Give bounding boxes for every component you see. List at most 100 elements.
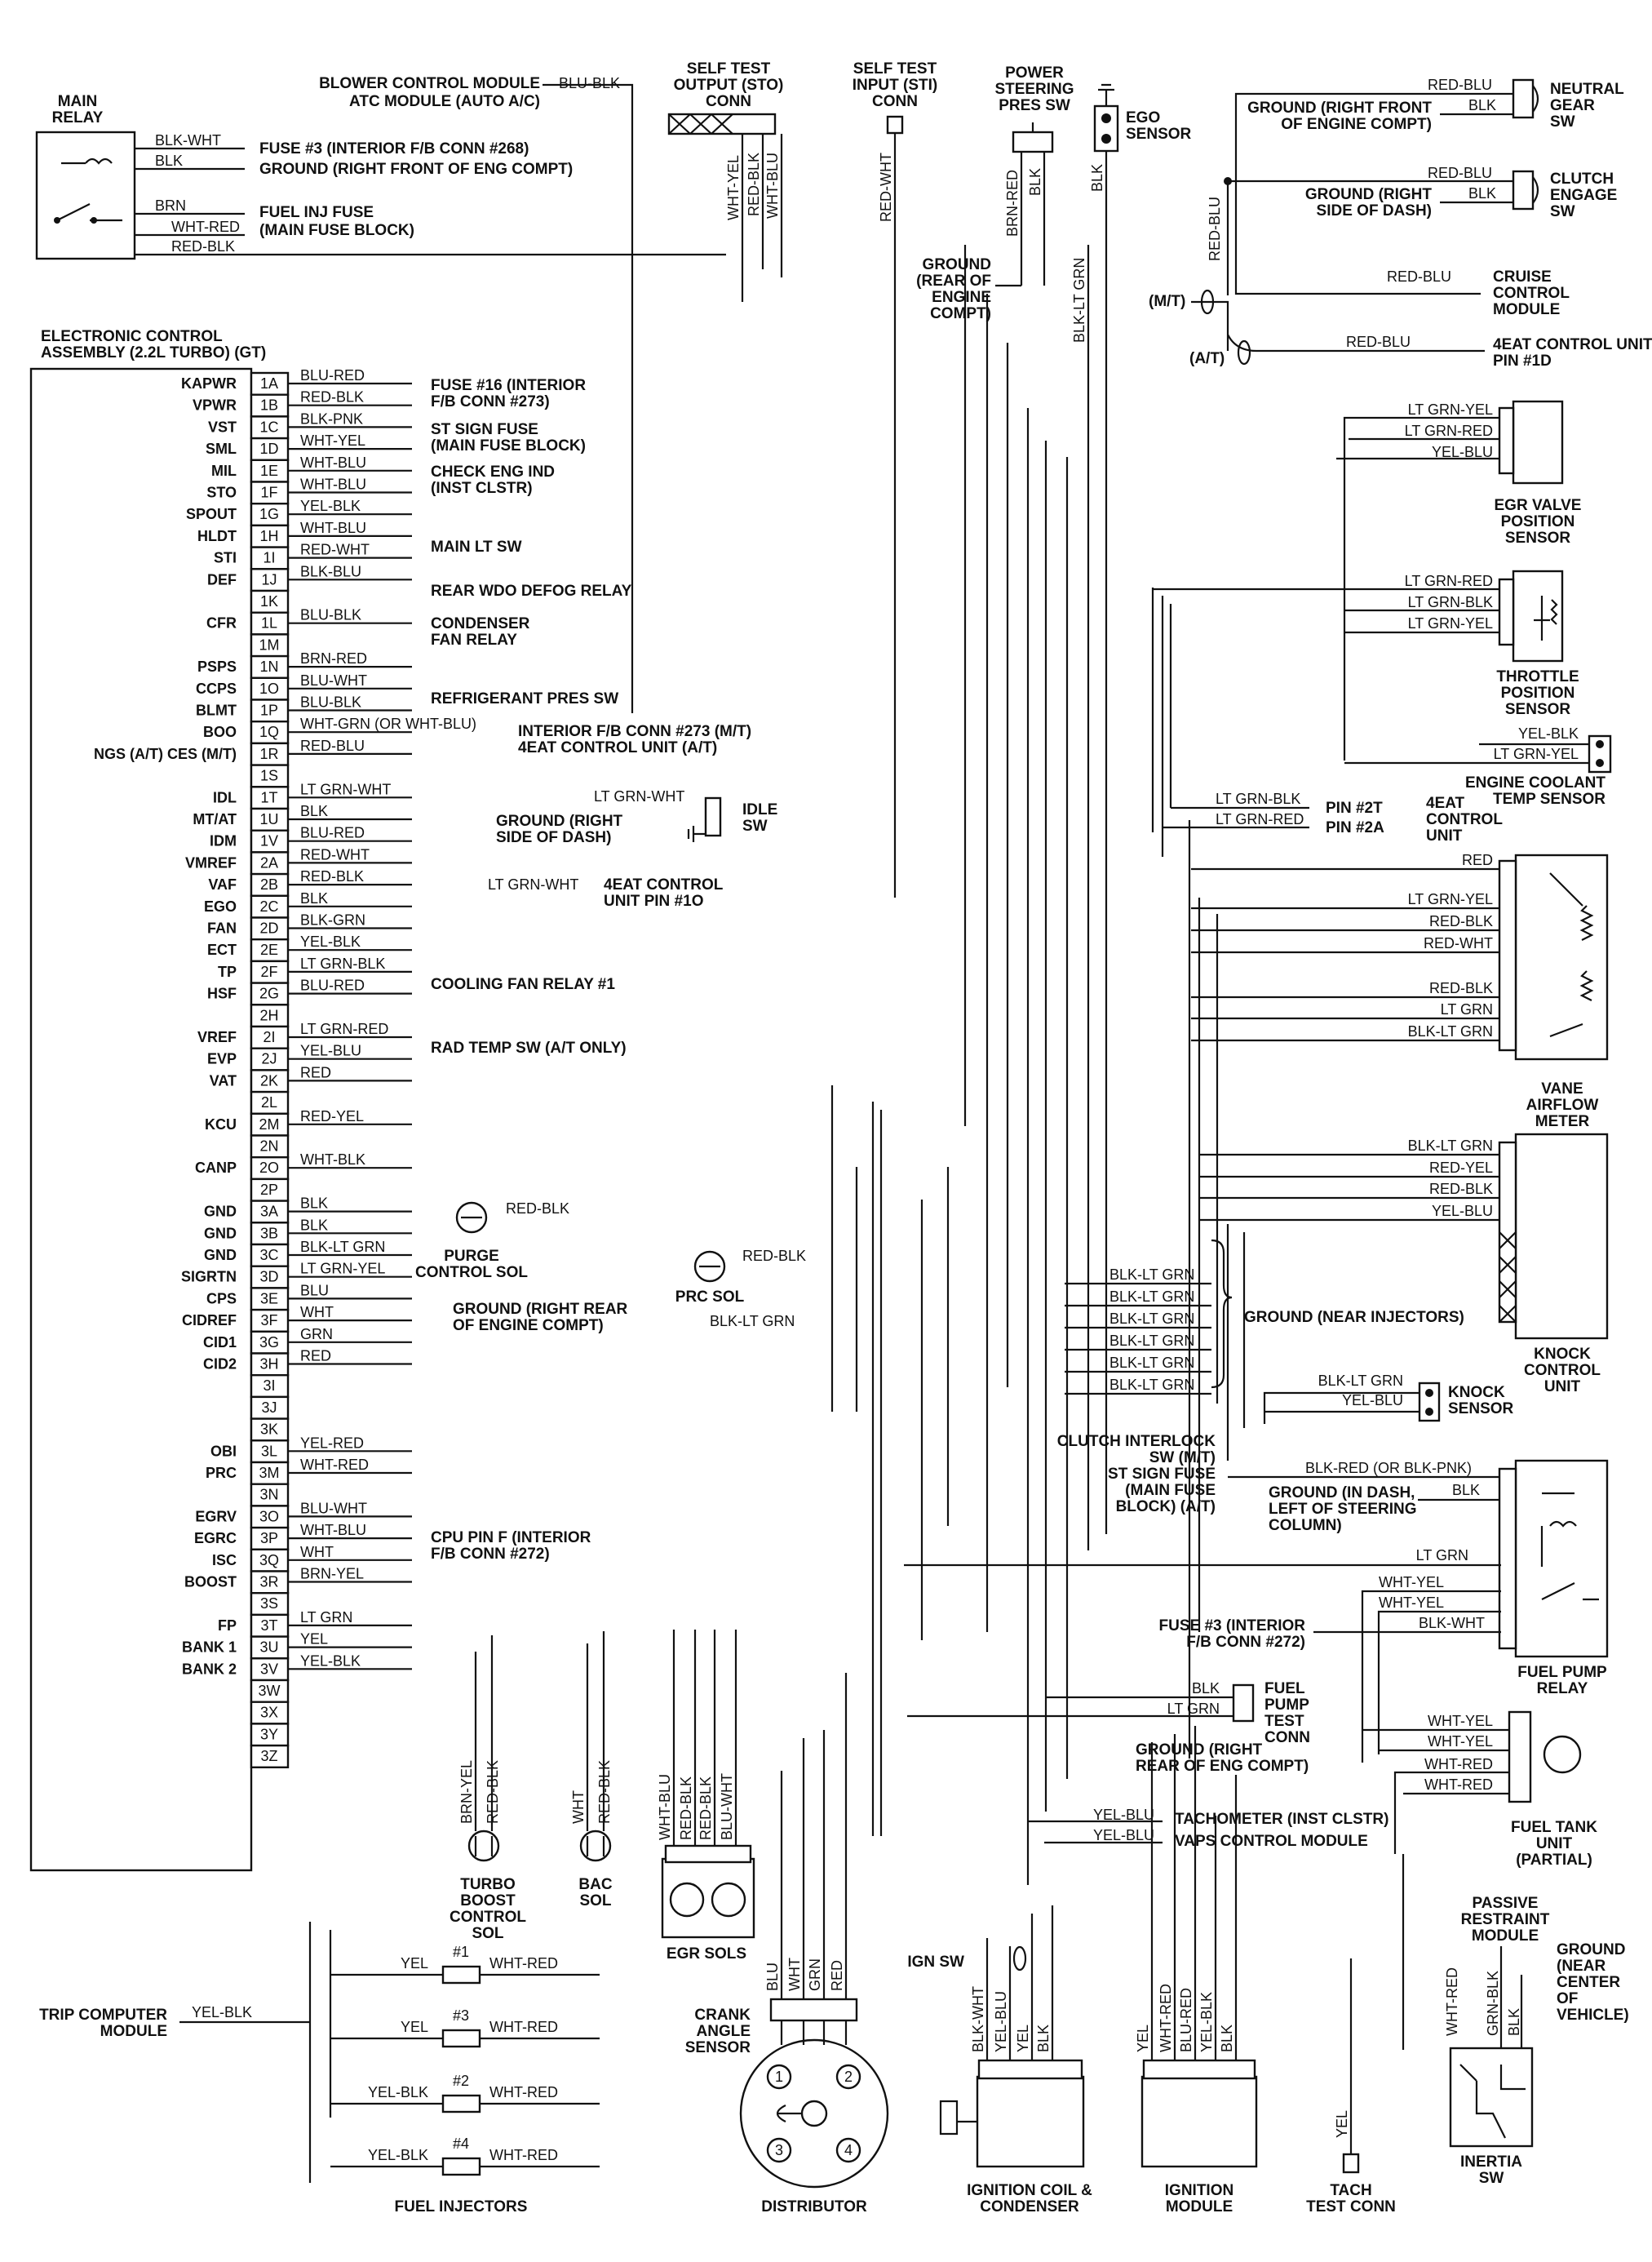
sti-label-2: INPUT (STI) bbox=[853, 77, 938, 94]
pin-signal: FAN bbox=[207, 920, 237, 937]
pin-wire: GRN bbox=[300, 1326, 333, 1342]
ci-4: (MAIN FUSE bbox=[1125, 1482, 1216, 1499]
pin-wire: WHT-GRN (OR WHT-BLU) bbox=[300, 716, 476, 732]
pin-id: 2P bbox=[260, 1182, 278, 1198]
pin-id: 2D bbox=[259, 920, 278, 937]
pin-signal: IDL bbox=[213, 789, 237, 805]
fp-gnd-1: GROUND (IN DASH, bbox=[1269, 1484, 1415, 1501]
fuse3-2: F/B CONN #272) bbox=[1186, 1634, 1305, 1651]
vaf-wire: LT GRN bbox=[1441, 1001, 1493, 1018]
vaf-2: AIRFLOW bbox=[1526, 1097, 1599, 1114]
kcu-wire: RED-BLK bbox=[1429, 1181, 1493, 1197]
eat-p2: PIN #2A bbox=[1326, 819, 1384, 836]
kcu-wire: YEL-BLU bbox=[1432, 1203, 1493, 1219]
pin-id: 1R bbox=[259, 746, 278, 762]
pin-wire: RED-WHT bbox=[300, 542, 370, 558]
pin-wire: BLU-RED bbox=[300, 367, 365, 384]
boo-2: 4EAT CONTROL UNIT (A/T) bbox=[518, 739, 717, 756]
relay-dest-1: FUSE #3 (INTERIOR F/B CONN #268) bbox=[259, 140, 529, 157]
mod-w2: WHT-RED bbox=[1158, 1984, 1174, 2052]
main-relay-box bbox=[35, 131, 136, 260]
pin-id: 3B bbox=[260, 1225, 278, 1241]
idle-2: SW bbox=[742, 818, 768, 835]
cas-w1: BLU bbox=[764, 1963, 781, 1991]
pin-id: 1B bbox=[260, 397, 278, 414]
pin-id: 1J bbox=[261, 571, 277, 588]
inertia-w3: BLK bbox=[1506, 2008, 1522, 2036]
vaf-wire: RED-BLK bbox=[1429, 980, 1493, 996]
tp-w3: LT GRN-YEL bbox=[1408, 615, 1493, 632]
rearwdo: REAR WDO DEFOG RELAY bbox=[431, 583, 632, 600]
pin-box bbox=[250, 764, 290, 788]
pin-id: 1F bbox=[260, 485, 277, 501]
top-components: BLOWER CONTROL MODULE ATC MODULE (AUTO A… bbox=[319, 60, 1192, 1550]
pin-box bbox=[250, 1287, 290, 1311]
pin-id: 1H bbox=[259, 528, 278, 544]
pin-signal: KAPWR bbox=[181, 375, 237, 392]
prc-1: PRC SOL bbox=[675, 1288, 745, 1306]
bac-2: SOL bbox=[579, 1892, 611, 1909]
gnd-rr-1: GROUND (RIGHT bbox=[1136, 1741, 1263, 1759]
vaps-w: YEL-BLU bbox=[1093, 1827, 1154, 1843]
pin-id: 3L bbox=[261, 1443, 277, 1459]
pin-box bbox=[250, 1090, 290, 1115]
ci-5: BLOCK) (A/T) bbox=[1116, 1498, 1216, 1515]
pin-box bbox=[250, 1025, 290, 1049]
mod-w4: YEL-BLK bbox=[1198, 1992, 1215, 2052]
pin-id: 3H bbox=[259, 1356, 278, 1373]
coil-w3: YEL bbox=[1015, 2025, 1031, 2052]
cas-connector bbox=[769, 1998, 858, 2022]
pin-box bbox=[250, 1744, 290, 1769]
pin-signal: EGO bbox=[204, 898, 237, 915]
mainlt: MAIN LT SW bbox=[431, 539, 522, 556]
pin-box bbox=[250, 1679, 290, 1703]
relay-dest-2: GROUND (RIGHT FRONT OF ENG COMPT) bbox=[259, 161, 573, 178]
neutral-1: NEUTRAL bbox=[1550, 81, 1624, 98]
prc-blk: BLK-LT GRN bbox=[710, 1313, 795, 1329]
main-relay-title: MAIN bbox=[58, 93, 98, 110]
inj-gnd-wire: BLK-LT GRN bbox=[1109, 1333, 1194, 1349]
bac-1: BAC bbox=[578, 1876, 612, 1893]
pin-id: 1T bbox=[260, 789, 277, 805]
pin-wire: YEL bbox=[300, 1631, 328, 1648]
bac-sol-icon bbox=[579, 1830, 612, 1862]
knock-w1: BLK-LT GRN bbox=[1318, 1373, 1403, 1389]
injector-icon bbox=[441, 2157, 481, 2176]
fp-wy2: WHT-YEL bbox=[1379, 1594, 1444, 1611]
pin-box bbox=[250, 1155, 290, 1181]
main-relay-title-2: RELAY bbox=[52, 109, 104, 126]
pin-wire: YEL-BLK bbox=[300, 934, 361, 950]
pin-id: 3Y bbox=[260, 1726, 278, 1742]
turbo-boost-sol-icon bbox=[467, 1830, 500, 1862]
coil-2: CONDENSER bbox=[980, 2198, 1079, 2215]
turbo-w1: BRN-YEL bbox=[458, 1760, 475, 1824]
cas-2: ANGLE bbox=[697, 2023, 751, 2040]
ect-w1: YEL-BLK bbox=[1518, 725, 1579, 742]
ecu-title-2: ASSEMBLY (2.2L TURBO) (GT) bbox=[41, 344, 266, 361]
dist-pin-4: 4 bbox=[844, 2142, 853, 2158]
pin-wire: WHT-BLK bbox=[300, 1151, 365, 1168]
boo-1: INTERIOR F/B CONN #273 (M/T) bbox=[518, 723, 751, 740]
pin-id: 3T bbox=[260, 1617, 277, 1634]
pin-signal: DEF bbox=[207, 571, 237, 588]
pin-id: 2F bbox=[260, 964, 277, 980]
gnd-dash-1: GROUND (RIGHT bbox=[496, 813, 623, 830]
kcu-2: CONTROL bbox=[1524, 1362, 1601, 1379]
ecu-assembly: ELECTRONIC CONTROL ASSEMBLY (2.2L TURBO)… bbox=[29, 328, 476, 1872]
purge-1: PURGE bbox=[444, 1248, 499, 1265]
pin-id: 3Q bbox=[259, 1552, 279, 1568]
neutral-blk: BLK bbox=[1468, 97, 1496, 113]
coil-w1: BLK-WHT bbox=[970, 1986, 986, 2052]
ps-label-2: STEERING bbox=[994, 81, 1074, 98]
cas-3: SENSOR bbox=[685, 2039, 751, 2056]
eat-p1: PIN #2T bbox=[1326, 800, 1383, 817]
neutral-gnd-2: OF ENGINE COMPT) bbox=[1281, 116, 1432, 133]
ftu-w3: WHT-RED bbox=[1424, 1756, 1493, 1772]
eat-w1: LT GRN-BLK bbox=[1216, 791, 1300, 807]
pin-wire: BLK bbox=[300, 890, 328, 907]
pin-id: 2K bbox=[260, 1072, 278, 1089]
gnd-rear-2: (REAR OF bbox=[916, 273, 991, 290]
